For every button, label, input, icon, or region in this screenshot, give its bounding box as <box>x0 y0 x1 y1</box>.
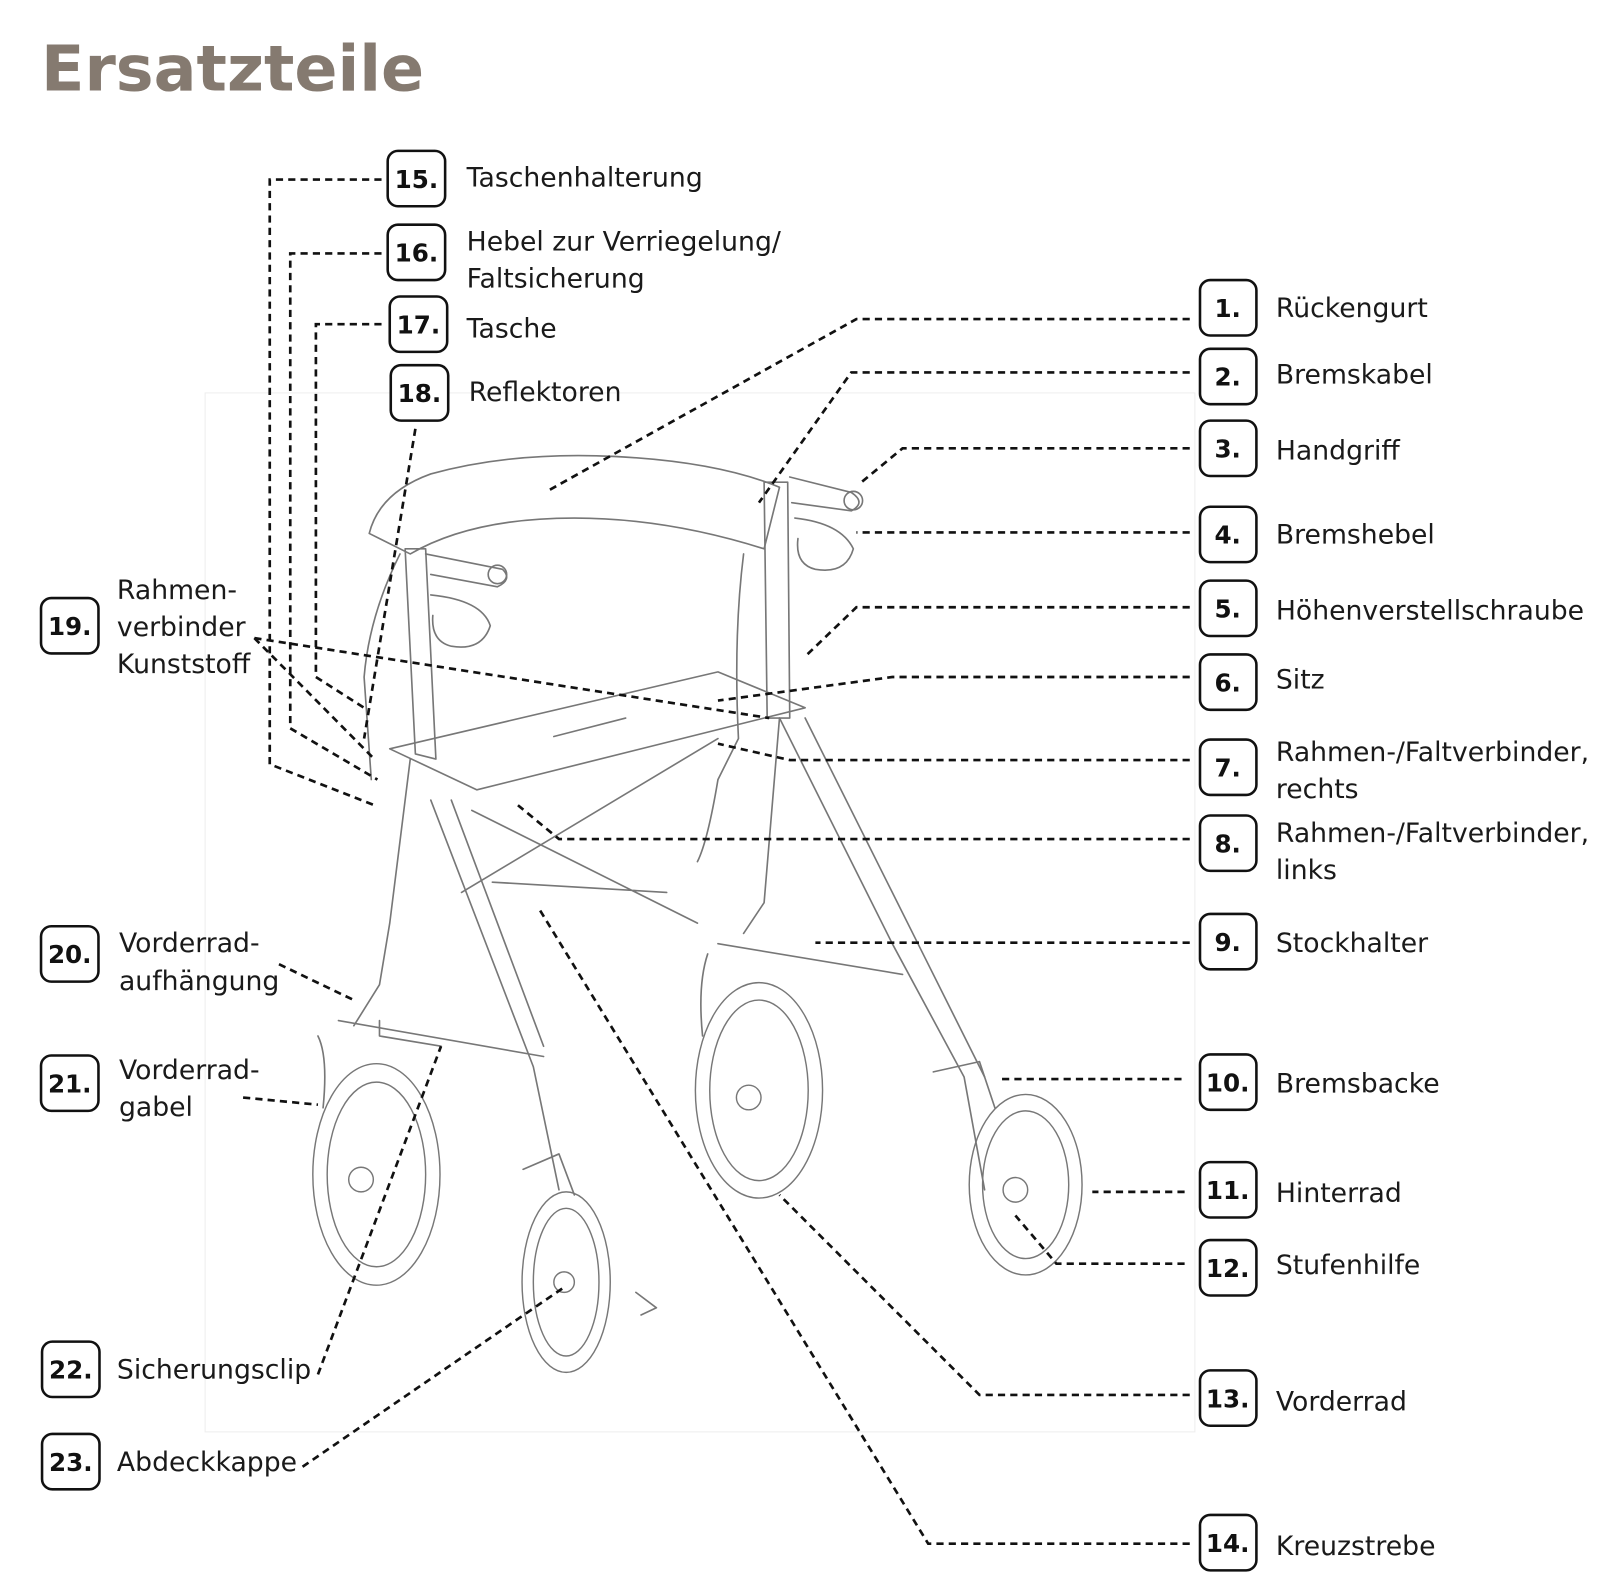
leader-lines <box>242 178 1190 1546</box>
page-title: Ersatzteile <box>41 31 424 105</box>
callout-label: Sitz <box>1276 664 1325 695</box>
callout-number: 17. <box>397 310 441 339</box>
callout-21: 21. Vorderrad-gabel <box>39 1054 260 1123</box>
callout-label: Vorderrad- <box>119 1055 260 1086</box>
callout-label: Sicherungsclip <box>117 1355 311 1386</box>
callout-label: Vorderrad- <box>119 928 260 959</box>
callout-label: Tasche <box>466 314 557 345</box>
callout-10: 10. Bremsbacke <box>1198 1053 1440 1112</box>
rollator-illustration <box>204 392 1196 1433</box>
callout-17: 17. Tasche <box>388 295 557 354</box>
callout-label: Kunststoff <box>117 649 251 680</box>
callout-number: 9. <box>1214 928 1240 957</box>
callout-label: Bremshebel <box>1276 520 1435 551</box>
callout-label: Stockhalter <box>1276 928 1428 959</box>
callout-number: 13. <box>1206 1384 1250 1413</box>
wheels-illustration <box>312 981 1083 1374</box>
callout-number: 6. <box>1214 668 1240 697</box>
callout-label: Handgriff <box>1276 436 1400 467</box>
callout-22: 22. Sicherungsclip <box>40 1340 311 1399</box>
callout-label: Hinterrad <box>1276 1178 1402 1209</box>
callout-label: Kreuzstrebe <box>1276 1531 1436 1562</box>
callout-7: 7. Rahmen-/Faltverbinder, rechts <box>1198 737 1589 805</box>
callout-number: 18. <box>398 379 442 408</box>
callout-number: 20. <box>48 940 92 969</box>
callout-6: 6. Sitz <box>1198 653 1325 712</box>
callout-label: Stufenhilfe <box>1276 1250 1420 1281</box>
callout-label: Rückengurt <box>1276 293 1428 324</box>
callout-9: 9. Stockhalter <box>1198 912 1428 971</box>
callout-number: 12. <box>1206 1254 1250 1283</box>
callout-label: Abdeckkappe <box>117 1447 297 1478</box>
callout-label: links <box>1276 855 1337 886</box>
callout-3: 3. Handgriff <box>1198 419 1400 478</box>
callout-number: 16. <box>395 239 439 268</box>
callout-2: 2. Bremskabel <box>1198 347 1433 406</box>
callout-label: Hebel zur Verriegelung/ <box>467 226 781 257</box>
callout-15: 15. Taschenhalterung <box>386 149 703 208</box>
callout-11: 11. Hinterrad <box>1198 1160 1402 1219</box>
callout-number: 14. <box>1206 1529 1250 1558</box>
callout-8: 8. Rahmen-/Faltverbinder, links <box>1198 814 1589 886</box>
callout-label: Bremskabel <box>1276 360 1433 391</box>
callout-number: 21. <box>48 1069 92 1098</box>
callout-label: gabel <box>119 1092 193 1123</box>
callout-label: Rahmen-/Faltverbinder, <box>1276 737 1589 768</box>
callout-label: Reflektoren <box>469 377 622 408</box>
callout-label: Bremsbacke <box>1276 1068 1440 1099</box>
callout-label: Taschenhalterung <box>466 163 703 194</box>
callout-number: 11. <box>1206 1176 1250 1205</box>
callout-20: 20. Vorderrad-aufhängung <box>39 924 279 997</box>
callout-4: 4. Bremshebel <box>1198 505 1435 564</box>
callout-number: 4. <box>1214 521 1240 550</box>
callout-label: Höhenverstellschraube <box>1276 596 1584 627</box>
callout-number: 10. <box>1206 1068 1250 1097</box>
callout-14: 14. Kreuzstrebe <box>1198 1513 1436 1572</box>
callout-number: 15. <box>395 165 439 194</box>
callout-label: aufhängung <box>119 966 279 997</box>
callout-number: 22. <box>49 1356 93 1385</box>
callout-number: 8. <box>1214 829 1240 858</box>
callout-number: 7. <box>1214 754 1240 783</box>
callout-number: 2. <box>1214 363 1240 392</box>
callout-13: 13. Vorderrad <box>1198 1369 1407 1428</box>
callout-23: 23. Abdeckkappe <box>40 1432 297 1491</box>
callout-label: rechts <box>1276 774 1359 805</box>
callout-number: 23. <box>49 1448 93 1477</box>
callout-5: 5. Höhenverstellschraube <box>1198 579 1584 638</box>
callout-label: verbinder <box>117 612 246 643</box>
callout-number: 19. <box>48 612 92 641</box>
callout-label: Rahmen- <box>117 575 237 606</box>
callout-number: 3. <box>1214 435 1240 464</box>
callout-label: Faltsicherung <box>467 263 645 294</box>
callout-1: 1. Rückengurt <box>1198 278 1428 337</box>
callout-16: 16. Hebel zur Verriegelung/Faltsicherung <box>386 223 781 294</box>
callout-number: 1. <box>1214 294 1240 323</box>
callout-label: Vorderrad <box>1276 1386 1407 1417</box>
callout-label: Rahmen-/Faltverbinder, <box>1276 818 1589 849</box>
callout-18: 18. Reflektoren <box>389 363 622 422</box>
callout-number: 5. <box>1214 595 1240 624</box>
callout-12: 12. Stufenhilfe <box>1198 1238 1420 1297</box>
